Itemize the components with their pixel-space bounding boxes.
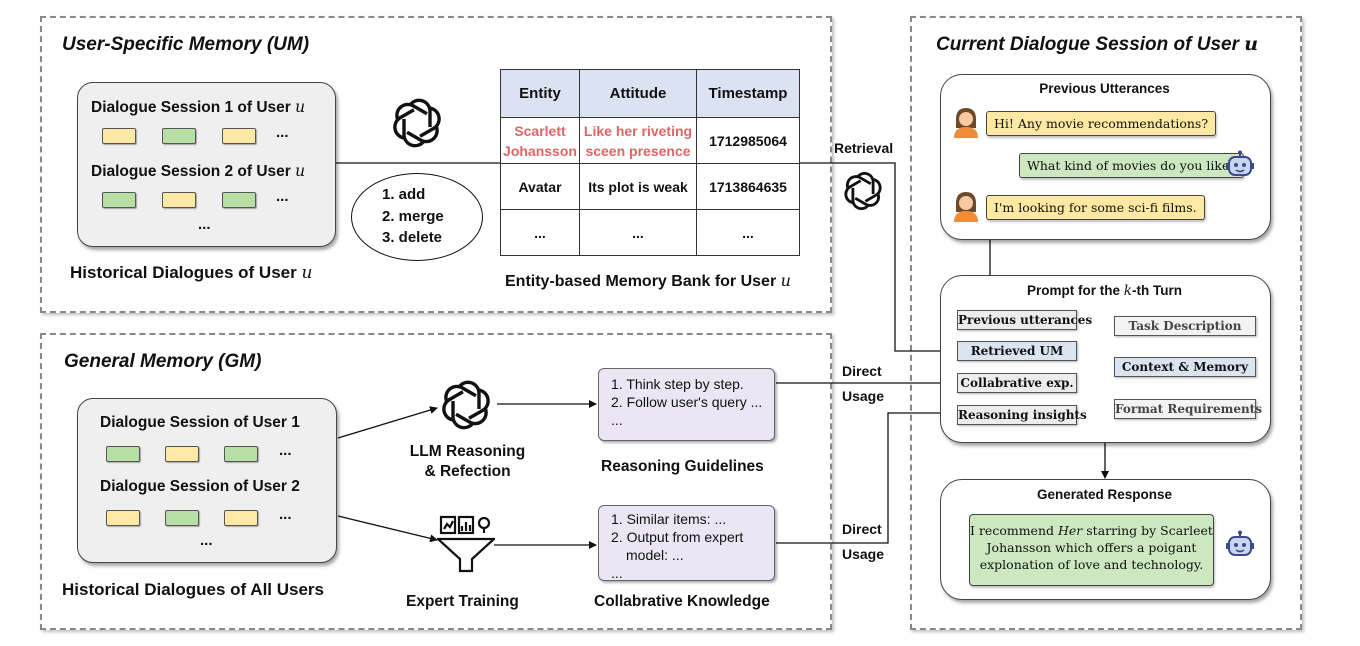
gm-title: General Memory (GM) xyxy=(64,351,262,372)
llm-label-line2: & Refection xyxy=(424,463,511,480)
user-avatar-icon xyxy=(954,192,978,222)
collab-line: ... xyxy=(611,565,623,581)
gm-session-1-label: Dialogue Session of User 1 xyxy=(100,414,300,431)
table-row: ... ... ... xyxy=(500,209,800,256)
op-delete: 3. delete xyxy=(382,229,443,246)
prompt-tag-collab-exp: Collabrative exp. xyxy=(957,373,1077,393)
guideline-line: 2. Follow user's query ... xyxy=(611,394,763,410)
chip-green xyxy=(222,192,256,208)
table-cell: Scarlett Johansson xyxy=(500,117,580,164)
ellipsis: ... xyxy=(276,188,289,205)
prompt-tag-context-memory: Context & Memory xyxy=(1114,357,1256,377)
gm-session-2-label: Dialogue Session of User 2 xyxy=(100,478,300,495)
reasoning-guidelines-caption: Reasoning Guidelines xyxy=(601,458,764,475)
chip-green xyxy=(162,128,196,144)
um-session-2-label: Dialogue Session 2 of User u xyxy=(91,162,306,180)
openai-logo-icon xyxy=(393,98,441,148)
um-session-1-label: Dialogue Session 1 of User u xyxy=(91,98,306,116)
robot-icon xyxy=(1226,530,1254,556)
um-history-box xyxy=(77,82,336,247)
direct-usage-1-line2: Usage xyxy=(842,388,885,404)
chip-yellow xyxy=(222,128,256,144)
table-cell: Its plot is weak xyxy=(579,163,697,210)
openai-logo-icon xyxy=(442,380,490,430)
direct-usage-1-line1: Direct xyxy=(842,363,882,379)
ellipsis: ... xyxy=(279,506,292,523)
table-cell: ... xyxy=(696,209,800,256)
table-cell: ... xyxy=(500,209,580,256)
utterance-bot-1: What kind of movies do you like? xyxy=(1019,153,1245,178)
table-cell: ... xyxy=(579,209,697,256)
chip-yellow xyxy=(106,510,140,526)
table-row: Avatar Its plot is weak 1713864635 xyxy=(500,163,800,210)
prompt-tag-task-description: Task Description xyxy=(1114,316,1256,336)
response-title: Generated Response xyxy=(1036,487,1173,502)
collab-line: model: ... xyxy=(626,547,684,563)
utterance-user-2: I'm looking for some sci-fi films. xyxy=(986,195,1205,220)
table-header-timestamp: Timestamp xyxy=(696,69,800,118)
collab-knowledge-box: 1. Similar items: ... 2. Output from exp… xyxy=(598,505,775,581)
prompt-tag-format-requirements: Format Requirements xyxy=(1114,399,1262,419)
op-add: 1. add xyxy=(382,186,426,203)
user-avatar-icon xyxy=(954,108,978,138)
prompt-tag-reasoning-insights: Reasoning insights xyxy=(957,405,1087,425)
previous-utterances-title: Previous Utterances xyxy=(1039,81,1170,96)
robot-icon xyxy=(1226,150,1254,176)
prompt-tag-retrieved-um: Retrieved UM xyxy=(957,341,1077,361)
collab-knowledge-caption: Collabrative Knowledge xyxy=(594,593,770,610)
chip-yellow xyxy=(165,446,199,462)
ellipsis: ... xyxy=(279,442,292,459)
memory-bank-table: Entity Attitude Timestamp Scarlett Johan… xyxy=(500,69,800,256)
collab-line: 1. Similar items: ... xyxy=(611,511,727,527)
table-cell: 1712985064 xyxy=(696,117,800,164)
memory-ops-ellipse xyxy=(351,173,483,261)
memory-bank-caption: Entity-based Memory Bank for User u xyxy=(505,271,791,290)
op-merge: 2. merge xyxy=(382,208,444,225)
utterance-user-1: Hi! Any movie recommendations? xyxy=(986,111,1217,136)
um-title: User-Specific Memory (UM) xyxy=(62,34,310,55)
table-header-entity: Entity xyxy=(500,69,580,118)
chip-yellow xyxy=(162,192,196,208)
openai-logo-icon xyxy=(844,172,882,210)
prompt-tag-previous-utterances: Previous utterances xyxy=(957,310,1092,330)
expert-training-label: Expert Training xyxy=(406,593,519,610)
table-cell: Avatar xyxy=(500,163,580,210)
guideline-line: 1. Think step by step. xyxy=(611,376,744,392)
ellipsis: ... xyxy=(198,216,211,233)
llm-label-line1: LLM Reasoning xyxy=(409,443,526,460)
reasoning-guidelines-box: 1. Think step by step. 2. Follow user's … xyxy=(598,368,775,441)
guideline-line: ... xyxy=(611,412,623,428)
chip-green xyxy=(102,192,136,208)
collab-line: 2. Output from expert xyxy=(611,529,744,545)
um-history-caption: Historical Dialogues of User u xyxy=(70,263,313,283)
session-title: Current Dialogue Session of User u xyxy=(936,33,1259,55)
table-row: Scarlett Johansson Like her riveting sce… xyxy=(500,117,800,164)
chip-green xyxy=(106,446,140,462)
table-header-attitude: Attitude xyxy=(579,69,697,118)
chip-green xyxy=(224,446,258,462)
gm-history-caption: Historical Dialogues of All Users xyxy=(62,580,324,599)
table-cell: 1713864635 xyxy=(696,163,800,210)
prompt-title: Prompt for the k-th Turn xyxy=(1027,283,1182,299)
direct-usage-2-line1: Direct xyxy=(842,521,882,537)
table-cell: Like her riveting sceen presence xyxy=(579,117,697,164)
chip-green xyxy=(165,510,199,526)
chip-yellow xyxy=(102,128,136,144)
chip-yellow xyxy=(224,510,258,526)
ellipsis: ... xyxy=(200,532,213,549)
retrieval-label: Retrieval xyxy=(834,140,894,156)
funnel-icon xyxy=(437,515,495,573)
direct-usage-2-line2: Usage xyxy=(842,546,885,562)
ellipsis: ... xyxy=(276,124,289,141)
gm-history-box xyxy=(77,398,337,563)
generated-response: I recommend Her starring by Scarleet Joh… xyxy=(969,514,1214,586)
